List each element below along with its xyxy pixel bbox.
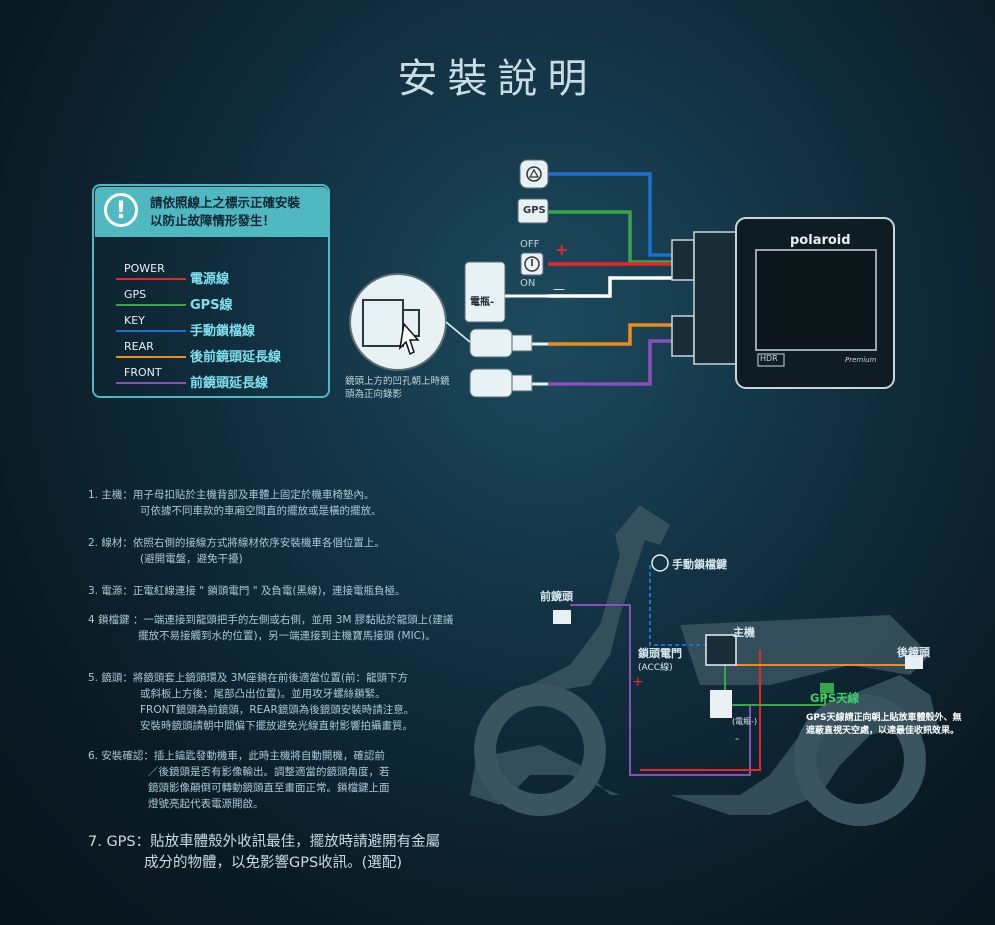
wire-tag-power: POWER [124, 262, 165, 275]
bike-plus-label: + [632, 674, 644, 690]
step-line: 4 鎖檔鍵 ：一端連接到龍頭把手的左側或右側，並用 3M 膠黏貼於龍頭上(建議 [88, 614, 454, 626]
wire-legend-panel [92, 184, 330, 398]
step-line: FRONT鏡頭為前鏡頭，REAR鏡頭為後鏡頭安裝時請注意。 [140, 704, 415, 716]
ignition-switch-icon [520, 252, 544, 276]
rear-lens-connector-icon [469, 328, 548, 358]
step-6: 6. 安裝確認：插上鑰匙發動機車，此時主機將自動開機，確認前 ／後鏡頭是否有影像輸… [88, 748, 390, 812]
step-line: 或斜板上方後：尾部凸出位置)。並用攻牙螺絲鎖緊。 [140, 688, 386, 700]
hdr-badge: HDR [760, 354, 778, 363]
step-3: 3. 電源：正電紅線連接 " 鎖頭電門 " 及負電(黑線)，連接電瓶負極。 [88, 583, 406, 599]
step-line: ／後鏡頭是否有影像輸出。調整適當的鏡頭角度，若 [148, 766, 390, 778]
bike-gps-label: GPS天線 [810, 691, 860, 705]
step-7-line-1: 7. GPS：貼放車體殼外收訊最佳，擺放時請避開有金屬 [88, 834, 441, 850]
warning-line-2: 以防止故障情形發生！ [150, 213, 276, 228]
gps-box-label: GPS [523, 205, 546, 216]
step-line: 2. 線材：依照右側的接線方式將線材依序安裝機車各個位置上。 [88, 537, 385, 549]
page-title: 安裝說明 [397, 56, 598, 102]
bike-main-unit-label: 主機 [733, 626, 755, 639]
battery-icon [464, 261, 548, 323]
warning-line-1: 請依照線上之標示正確安裝 [150, 195, 301, 210]
bike-ignition-label: 鎖頭電門 [638, 647, 682, 660]
wire-name-power: 電源線 [190, 272, 230, 287]
step-line: 燈號亮起代表電源開啟。 [148, 798, 264, 810]
gps-note: GPS天線請正向朝上貼放車體殼外、無遮蔽直視天空處，以達最佳收訊效果。 [806, 713, 962, 736]
step-line: 可依據不同車款的車廂空間直的擺放或是橫的擺放。 [140, 505, 382, 517]
wire-swatch [116, 304, 186, 306]
motorcycle-diagram [470, 505, 940, 826]
step-line: 擺放不易接觸到水的位置)，另一端連接到主機寶馬接頭 (MIC)。 [138, 630, 436, 642]
gps-wire [548, 210, 690, 264]
step-line: 1. 主機：用子母扣貼於主機背部及車體上固定於機車椅墊內。 [88, 489, 375, 501]
wire-name-rear: 後前鏡頭延長線 [190, 350, 282, 365]
wire-name-gps: GPS線 [190, 298, 233, 313]
step-2: 2. 線材：依照右側的接線方式將線材依序安裝機車各個位置上。 (避開電盤，避免干擾… [88, 535, 385, 567]
wire-swatch [116, 330, 186, 332]
rear-wire [548, 323, 690, 346]
step-line: 鏡頭影像顛倒可轉動鏡頭直至畫面正常。鎖檔鍵上面 [148, 782, 390, 794]
wire-tag-gps: GPS [124, 288, 147, 301]
wire-name-front: 前鏡頭延長線 [190, 376, 269, 391]
main-unit-icon [671, 217, 895, 389]
bike-rear-cam-label: 後鏡頭 [897, 646, 930, 659]
bike-key-icon [651, 554, 669, 572]
bike-main-unit-icon [705, 634, 737, 666]
key-wire [548, 172, 690, 257]
wire-swatch [116, 278, 186, 280]
minus-label: — [553, 282, 565, 296]
battery-label: 電瓶- [470, 297, 495, 308]
bike-rear-cam-icon [905, 655, 923, 669]
plus-label: + [555, 240, 569, 259]
step-line: (避開電盤，避免干擾) [140, 553, 243, 565]
bike-power-wire [640, 650, 761, 771]
premium-label: Premium [845, 356, 877, 364]
bike-gps-wire [724, 665, 826, 706]
wire-name-key: 手動鎖檔線 [190, 324, 256, 339]
gps-module-icon [517, 198, 549, 224]
bike-acc-label: (ACC線) [638, 663, 673, 673]
bike-key-label: 手動鎖檔鍵 [672, 558, 727, 571]
bike-front-wire [570, 604, 751, 776]
on-label: ON [520, 278, 536, 289]
step-4: 4 鎖檔鍵 ：一端連接到龍頭把手的左側或右側，並用 3M 膠黏貼於龍頭上(建議擺… [88, 612, 453, 644]
step-7: 7. GPS：貼放車體殼外收訊最佳，擺放時請避開有金屬 成分的物體，以免影響GP… [88, 832, 440, 874]
wire-swatch [116, 382, 186, 384]
bike-front-cam-icon [553, 610, 571, 624]
front-wire [548, 339, 690, 386]
brand-logo: polaroid [790, 233, 851, 248]
step-line: 安裝時鏡頭請朝中間偏下擺放避免光線直射影響拍攝畫質。 [140, 720, 413, 732]
exclamation-icon: ! [104, 193, 138, 227]
step-line: 3. 電源：正電紅線連接 " 鎖頭電門 " 及負電(黑線)，連接電瓶負極。 [88, 585, 406, 597]
warning-text: 請依照線上之標示正確安裝 以防止故障情形發生！ [150, 194, 325, 230]
lens-orientation-icon [349, 273, 471, 371]
bike-minus-label: - [735, 732, 739, 745]
wire-swatch [116, 356, 186, 358]
bike-gps-icon [820, 683, 834, 693]
step-1: 1. 主機：用子母扣貼於主機背部及車體上固定於機車椅墊內。可依據不同車款的車廂空… [88, 487, 382, 519]
wire-tag-front: FRONT [124, 366, 162, 379]
wire-tag-rear: REAR [124, 340, 154, 353]
step-line: 6. 安裝確認：插上鑰匙發動機車，此時主機將自動開機，確認前 [88, 750, 385, 762]
bike-battery-label: (電瓶-) [732, 717, 758, 726]
step-7-line-2: 成分的物體，以免影響GPS收訊。(選配) [144, 855, 402, 871]
bike-key-wire [649, 565, 715, 646]
off-label: OFF [520, 239, 540, 250]
step-5: 5. 鏡頭：將鏡頭套上鏡頭環及 3M座鎖在前後適當位置(前：龍頭下方或斜板上方後… [88, 670, 414, 734]
power-minus-wire [548, 276, 690, 298]
bike-front-cam-label: 前鏡頭 [540, 590, 573, 603]
front-lens-connector-icon [469, 368, 548, 398]
wire-tag-key: KEY [124, 314, 145, 327]
key-button-icon [519, 159, 549, 189]
step-line: 5. 鏡頭：將鏡頭套上鏡頭環及 3M座鎖在前後適當位置(前：龍頭下方 [88, 672, 409, 684]
lens-caption: 鏡頭上方的凹孔朝上時鏡頭為正向錄影 [345, 376, 450, 400]
bike-battery-icon [710, 690, 732, 718]
